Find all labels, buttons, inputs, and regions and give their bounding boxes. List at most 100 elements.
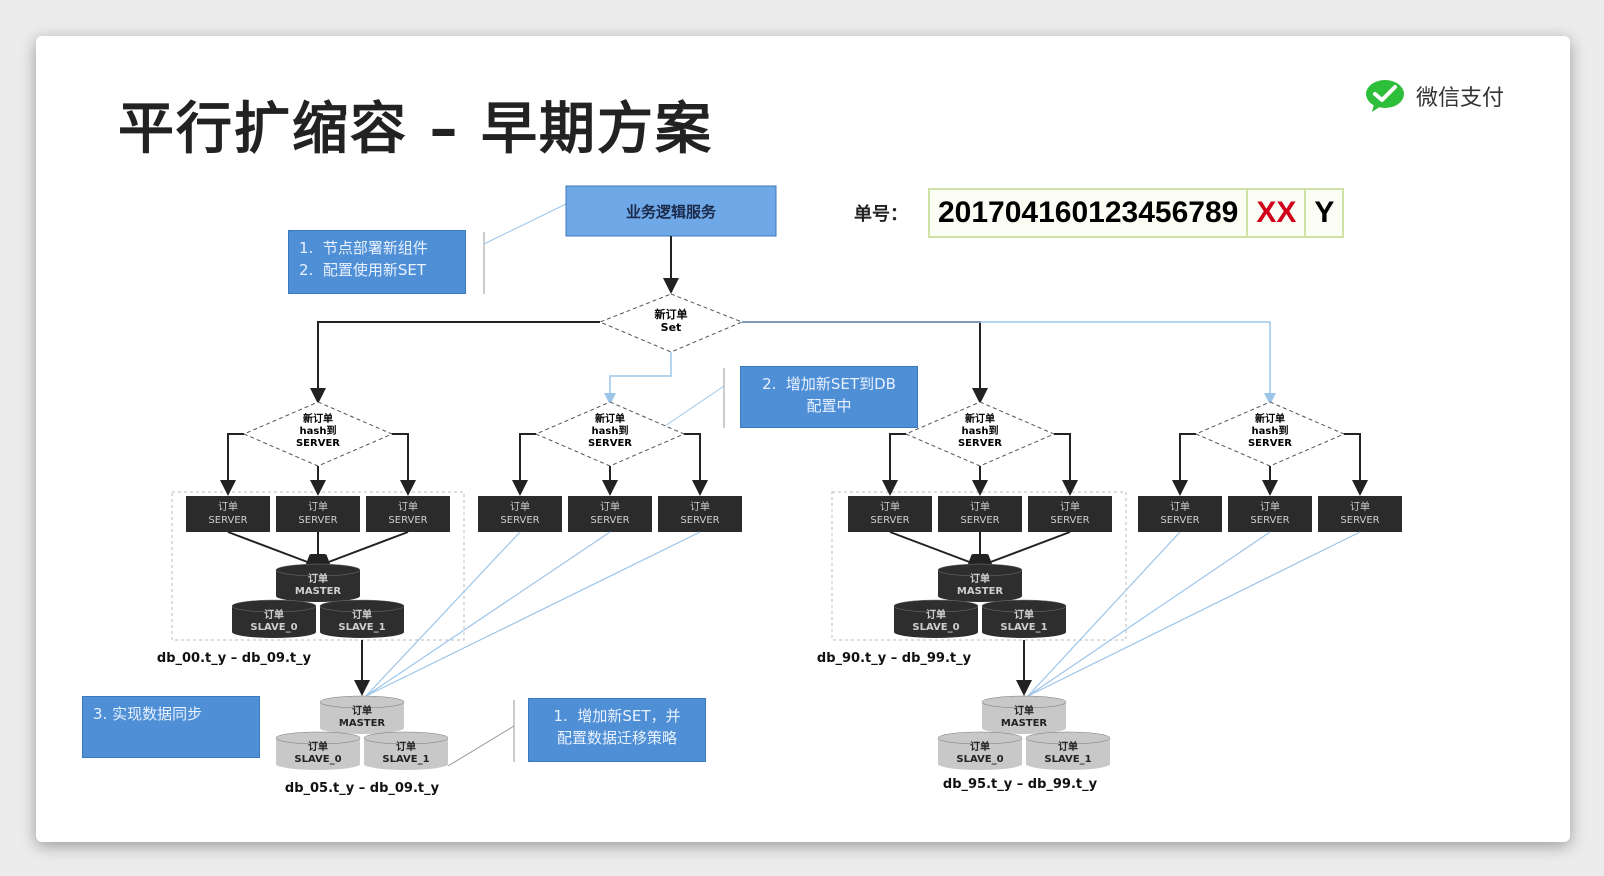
connector xyxy=(1172,433,1196,496)
order-server xyxy=(1318,496,1402,532)
callout-step2: 2. 增加新SET到DB 配置中 xyxy=(740,366,918,428)
db-range-label: db_00.t_y – db_09.t_y xyxy=(157,651,312,666)
order-server xyxy=(1028,496,1112,532)
connector xyxy=(310,321,600,404)
migration-line xyxy=(365,531,701,697)
leader-line xyxy=(661,385,725,429)
order-number-label: 单号： xyxy=(854,204,908,225)
callout-step4: 1. 增加新SET，并 配置数据迁移策略 xyxy=(528,698,706,762)
connector xyxy=(684,433,708,496)
order-server xyxy=(1228,496,1312,532)
connector xyxy=(1054,433,1078,496)
order-number-y: Y xyxy=(1314,196,1335,229)
order-server xyxy=(568,496,652,532)
db-range-label: db_95.t_y – db_99.t_y xyxy=(943,777,1098,792)
connector xyxy=(392,433,416,496)
order-server xyxy=(186,496,270,532)
migration-line xyxy=(1027,531,1271,697)
order-server xyxy=(658,496,742,532)
brand: 微信支付 xyxy=(1364,78,1504,114)
callout-step1: 1. 节点部署新组件 2. 配置使用新SET xyxy=(288,230,466,294)
service-box-label: 业务逻辑服务 xyxy=(626,203,717,221)
connector-new xyxy=(604,352,672,405)
order-server xyxy=(478,496,562,532)
connector xyxy=(220,433,244,496)
callout-step3: 3. 实现数据同步 xyxy=(82,696,260,758)
order-number-digits: 201704160123456789 xyxy=(930,190,1249,236)
leader-line xyxy=(483,203,567,245)
connector xyxy=(512,433,536,496)
order-server xyxy=(1138,496,1222,532)
db-range-label: db_90.t_y – db_99.t_y xyxy=(817,651,972,666)
connector xyxy=(742,321,988,404)
brand-name: 微信支付 xyxy=(1416,86,1505,111)
connector-new xyxy=(742,321,1276,405)
order-number-box: 201704160123456789 XX Y xyxy=(928,188,1345,238)
connector xyxy=(1344,433,1368,496)
leader-line xyxy=(447,725,515,767)
order-number-xx: XX xyxy=(1248,190,1307,236)
slide: 平行扩缩容 – 早期方案 微信支付 单号： 201704160123456789… xyxy=(36,36,1570,842)
migration-line xyxy=(365,531,521,697)
set-decision-diamond xyxy=(598,293,744,353)
order-server xyxy=(276,496,360,532)
migration-line xyxy=(1027,531,1361,697)
order-server xyxy=(366,496,450,532)
service-box xyxy=(565,185,777,237)
migration-line xyxy=(1027,531,1181,697)
connector xyxy=(882,433,906,496)
connector xyxy=(314,531,409,570)
order-server xyxy=(848,496,932,532)
migration-line xyxy=(365,531,611,697)
wechat-pay-icon xyxy=(1366,80,1404,112)
connector xyxy=(227,531,322,570)
slide-title: 平行扩缩容 – 早期方案 xyxy=(118,97,713,162)
connector xyxy=(976,531,1071,570)
